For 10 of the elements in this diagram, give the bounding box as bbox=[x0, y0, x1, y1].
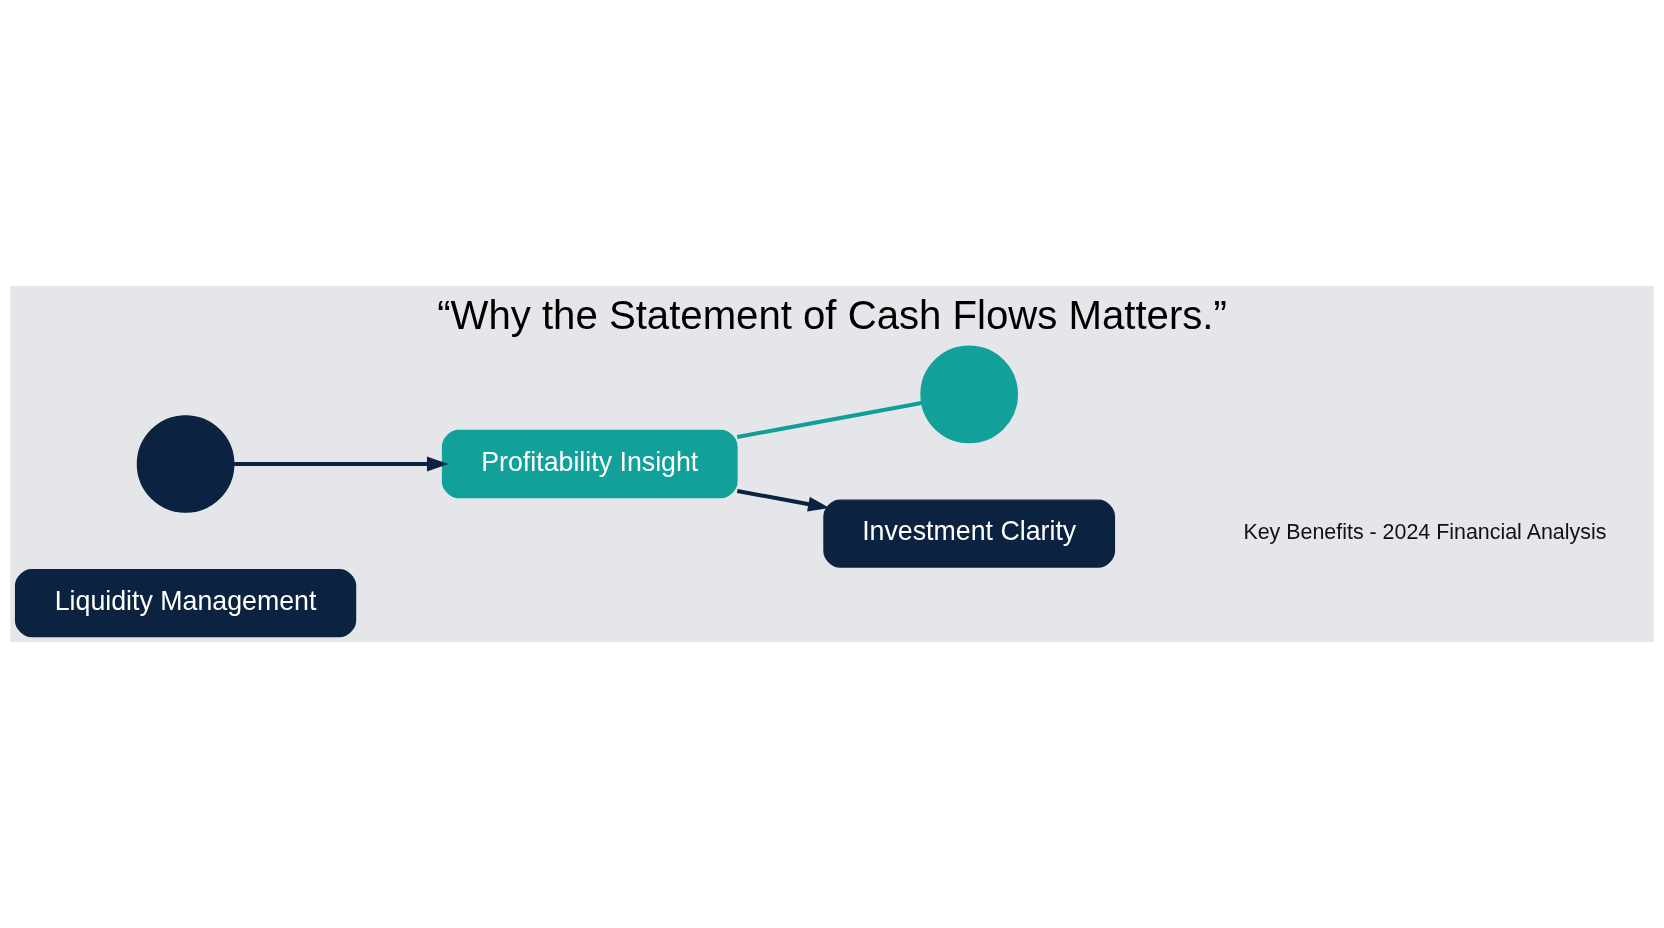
node-box: Liquidity Management bbox=[14, 569, 357, 638]
arrow bbox=[233, 456, 449, 472]
node-box: Profitability Insight bbox=[441, 429, 738, 499]
node-circle bbox=[136, 415, 235, 513]
arrow bbox=[736, 489, 830, 512]
label: Key Benefits - 2024 Financial Analysis bbox=[1243, 519, 1607, 544]
connector bbox=[736, 401, 922, 439]
diagram-title: “Why the Statement of Cash Flows Matters.” bbox=[437, 292, 1227, 338]
node-box: Investment Clarity bbox=[823, 499, 1116, 568]
node-circle bbox=[920, 345, 1019, 444]
